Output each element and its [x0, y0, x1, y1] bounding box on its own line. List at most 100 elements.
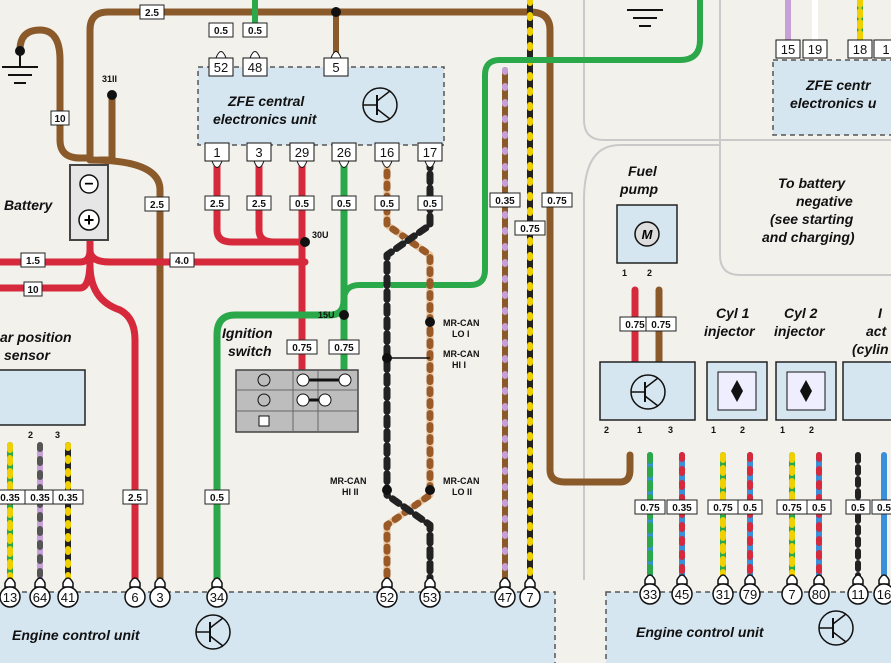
- pin-number: 1: [882, 42, 889, 57]
- can-hi1-a: MR-CAN: [443, 349, 480, 359]
- connector-pin: 5: [323, 51, 349, 77]
- can-lo1-a: MR-CAN: [443, 318, 480, 328]
- connector-pin: 17: [417, 142, 443, 168]
- ignition-label-1: Ignition: [222, 325, 273, 341]
- wire-brown-ecu3: [86, 156, 164, 584]
- motor-symbol: M: [642, 227, 654, 242]
- connector-pin: 6: [124, 577, 146, 608]
- transistor-icon: [195, 614, 231, 650]
- can-hi2-b: HI II: [342, 487, 359, 497]
- wire-size-text: 0.5: [812, 503, 826, 514]
- connector-pin: 33: [639, 574, 661, 605]
- transistor-icon: [818, 610, 854, 646]
- wire-green-long: [341, 0, 703, 303]
- pin-number: 5: [332, 60, 339, 75]
- fuel-pump-label-1: Fuel: [628, 163, 658, 179]
- injector-cyl2: [775, 361, 837, 421]
- connector-pin: 18: [847, 39, 873, 59]
- cyl2-label-1: Cyl 2: [784, 305, 818, 321]
- connector-pin: 52: [376, 577, 398, 608]
- connector-pin: 41: [57, 577, 79, 608]
- pin-number: 7: [526, 590, 533, 605]
- battery-note-2: negative: [796, 193, 853, 209]
- wire-size-label: 0.5: [417, 195, 443, 211]
- wire-size-label: 0.35: [489, 192, 521, 208]
- pin-number: 17: [423, 145, 437, 160]
- connector-pin: 53: [419, 577, 441, 608]
- wire-size-label: 2.5: [139, 4, 165, 20]
- ignition-switch: [235, 369, 359, 433]
- ecu-label-right: Engine control unit: [636, 624, 765, 640]
- pin-number: 64: [33, 590, 47, 605]
- connector-pin: 3: [246, 142, 272, 168]
- relay-pin-2: 2: [604, 425, 609, 435]
- zfe-right-title-2: electronics u: [790, 95, 877, 111]
- connector-pin: 64: [29, 577, 51, 608]
- pin-number: 80: [812, 587, 826, 602]
- wire-size-label: 1.5: [20, 252, 46, 268]
- wire-size-text: 0.75: [334, 343, 354, 354]
- connector-pin: 79: [739, 574, 761, 605]
- battery-note-1: To battery: [778, 175, 846, 191]
- pin-number: 19: [808, 42, 822, 57]
- ecu-label-left: Engine control unit: [12, 627, 141, 643]
- sensor-label-1: ar position: [0, 329, 72, 345]
- wire-size-label: 0.35: [24, 489, 56, 505]
- wire-brown-main: [86, 8, 634, 486]
- wire-size-text: 2.5: [128, 493, 142, 504]
- connector-pin: 19: [802, 39, 828, 59]
- wire-size-label: 0.5: [871, 499, 891, 515]
- pin-number: 1: [213, 145, 220, 160]
- battery-pos: +: [84, 210, 95, 230]
- battery-note-3: (see starting: [770, 211, 854, 227]
- wire-size-label: 2.5: [204, 195, 230, 211]
- sensor-pin-3: 3: [55, 430, 60, 440]
- zfe-right-title-1: ZFE centr: [805, 77, 872, 93]
- sensor-label-2: sensor: [4, 347, 51, 363]
- wire-size-label: 0.75: [645, 316, 677, 332]
- wire-size-label: 0.75: [776, 499, 808, 515]
- cyl3-label-2: act: [866, 323, 888, 339]
- battery-note-4: and charging): [762, 229, 855, 245]
- pin-number: 13: [3, 590, 17, 605]
- pin-number: 15: [781, 42, 795, 57]
- wire-size-text: 0.5: [743, 503, 757, 514]
- can-hi1-b: HI I: [452, 360, 466, 370]
- wire-size-label: 2.5: [246, 195, 272, 211]
- zfe-unit-box-right: [772, 59, 891, 136]
- pin-number: 45: [675, 587, 689, 602]
- connector-pin: 29: [289, 142, 315, 168]
- connector-pin: 52: [208, 51, 234, 77]
- wire-size-text: 0.5: [248, 26, 262, 37]
- battery-neg: −: [84, 176, 93, 193]
- wire-size-label: 0.35: [0, 489, 26, 505]
- wire-size-label: 0.75: [514, 220, 546, 236]
- zfe-unit-box: [197, 66, 445, 146]
- injector-cyl3: [842, 361, 891, 421]
- pin-number: 3: [156, 590, 163, 605]
- connector-pin: 26: [331, 142, 357, 168]
- wire-size-text: 0.35: [672, 503, 692, 514]
- wire-size-label: 0.5: [289, 195, 315, 211]
- wire-size-label: 0.5: [845, 499, 871, 515]
- connector-pin: 45: [671, 574, 693, 605]
- connector-pin: 80: [808, 574, 830, 605]
- ground-icon: [627, 9, 663, 27]
- inj2-pin-2: 2: [809, 425, 814, 435]
- pin-number: 3: [255, 145, 262, 160]
- can-lo1-b: LO I: [452, 329, 470, 339]
- wire-size-label: 0.35: [666, 499, 698, 515]
- wire-size-text: 0.5: [210, 493, 224, 504]
- fuel-pump-label-2: pump: [619, 181, 659, 197]
- battery-label: Battery: [4, 197, 53, 213]
- wire-size-text: 0.35: [495, 196, 515, 207]
- pin-number: 16: [877, 587, 891, 602]
- wire-size-label: 0.5: [204, 489, 230, 505]
- pin-number: 53: [423, 590, 437, 605]
- pin-number: 52: [380, 590, 394, 605]
- wire-size-text: 0.75: [520, 224, 540, 235]
- wire-size-label: 10: [50, 110, 70, 126]
